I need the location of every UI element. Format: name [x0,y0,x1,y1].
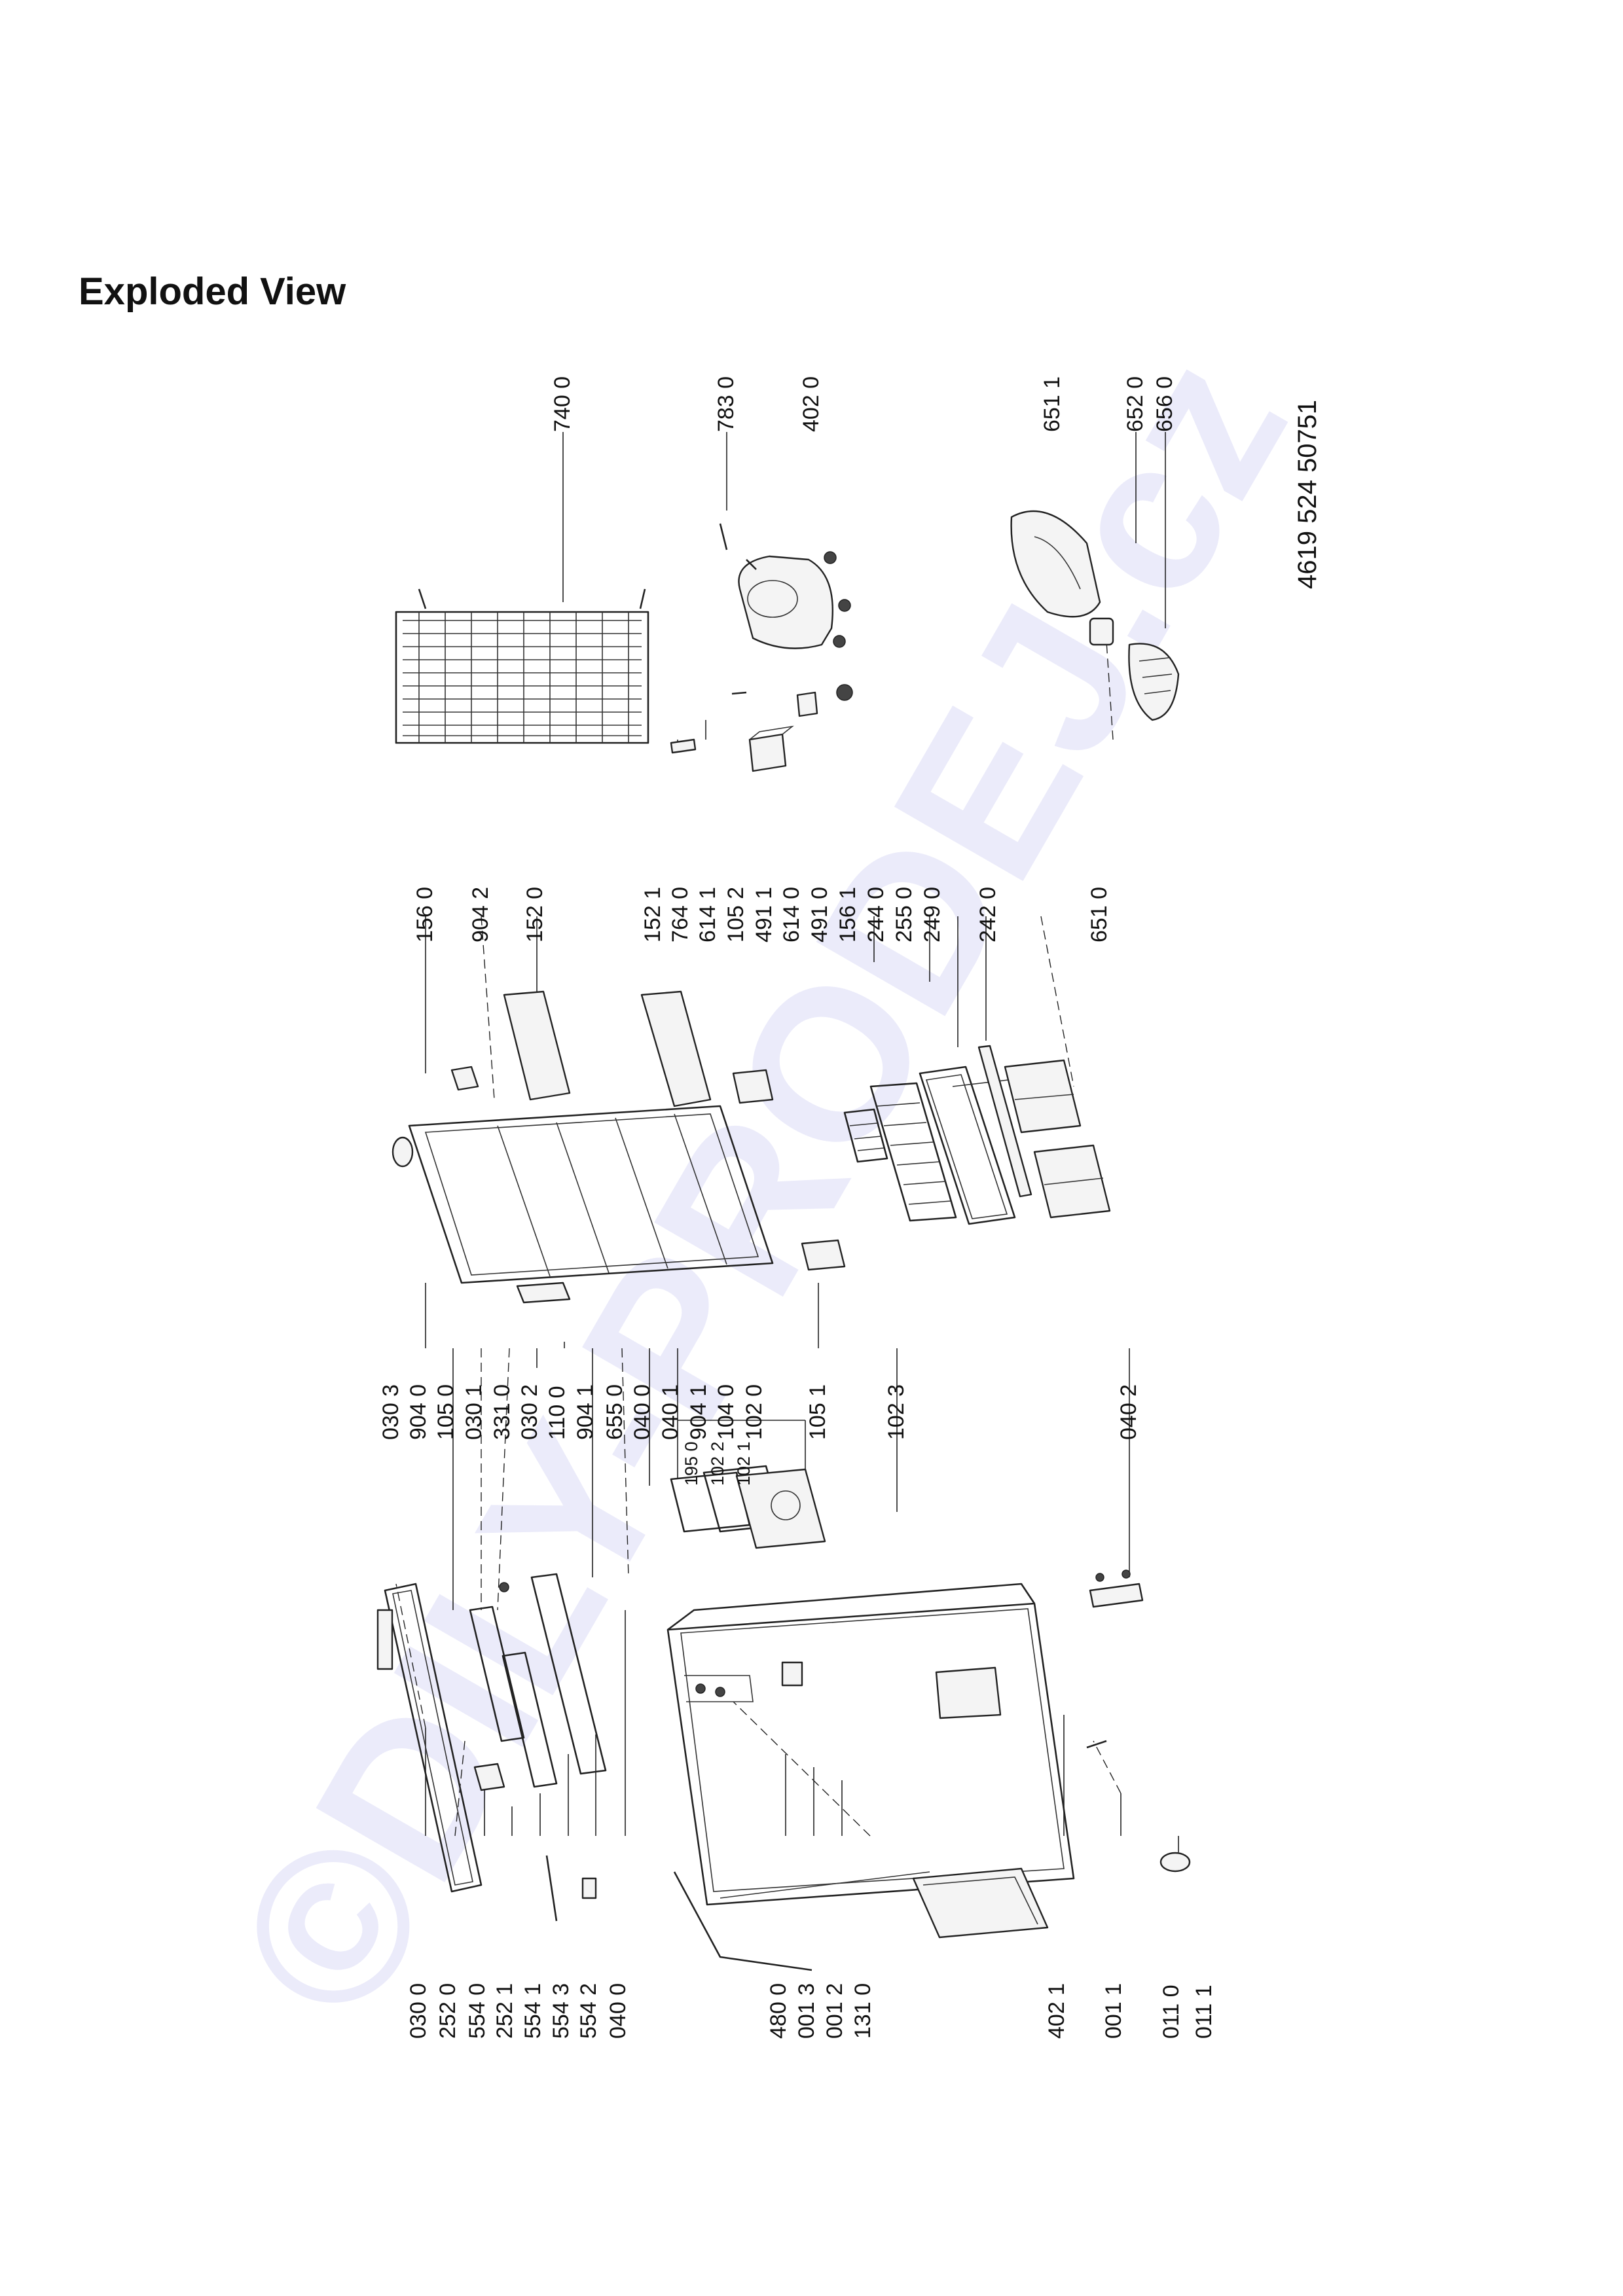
part-label: 614 0 [779,887,804,942]
part-label: 040 0 [630,1384,655,1440]
part-label: 102 1 [734,1441,754,1486]
door-frame [392,1105,774,1304]
part-label: 491 1 [752,887,776,942]
document-number: 4619 524 50751 [1293,400,1322,589]
cabinet [666,1583,1075,1971]
page-title: Exploded View [79,270,346,313]
part-label: 252 0 [435,1983,460,2039]
door-panels [469,1573,607,1922]
part-label: 651 1 [1040,376,1065,432]
base-rail [912,1867,1049,1939]
part-label: 152 0 [522,887,547,942]
part-label: 030 1 [462,1384,486,1440]
part-label: 554 3 [549,1983,574,2039]
leader-lines [395,432,1179,1852]
part-label: 255 0 [892,887,917,942]
thermostat-housing [1010,510,1180,721]
condenser-coil [395,588,649,744]
freezer-compartment [670,1465,826,1549]
door [376,1583,505,1893]
labels-left: 030 0 252 0 554 0 252 1 554 1 554 3 554 … [406,1983,1216,2039]
labels-middle: 030 3 904 0 105 0 030 1 331 0 030 2 110 … [378,1384,1141,1440]
part-label: 102 2 [708,1441,727,1486]
part-label: 105 1 [805,1384,830,1440]
part-label: 764 0 [668,887,693,942]
part-label: 242 0 [976,887,1000,942]
part-label: 249 0 [920,887,945,942]
door-shelves [450,990,846,1271]
part-label: 491 0 [807,887,832,942]
part-label: 001 2 [822,1983,847,2039]
wire-shelf [843,1082,957,1222]
adjustable-foot [1086,1740,1191,1873]
part-label: 105 2 [723,887,748,942]
hinge [1089,1570,1144,1608]
shelf-trim [977,1045,1032,1198]
part-label: 904 2 [468,887,493,942]
part-label: 655 0 [602,1384,627,1440]
part-label: 152 1 [640,887,665,942]
part-label: 030 2 [517,1384,542,1440]
part-label: 131 0 [850,1983,875,2039]
part-label: 104 0 [714,1384,739,1440]
part-label: 156 0 [412,887,437,942]
compressor [719,523,851,649]
part-label: 740 0 [550,376,575,432]
part-label: 554 2 [576,1983,601,2039]
crisper-drawers [1004,1059,1111,1219]
part-label: 156 1 [835,887,860,942]
part-label: 040 1 [658,1384,683,1440]
part-label: 102 0 [742,1384,767,1440]
part-label: 783 0 [714,376,739,432]
part-label: 656 0 [1152,376,1177,432]
part-label: 001 3 [794,1983,819,2039]
part-label: 614 1 [695,887,720,942]
part-label: 480 0 [766,1983,791,2039]
part-label: 402 0 [799,376,824,432]
part-label: 011 1 [1192,1984,1216,2039]
part-label: 652 0 [1123,376,1148,432]
starting-relay [670,684,853,772]
part-label: 105 0 [433,1384,458,1440]
part-label: 244 0 [864,887,888,942]
part-label: 554 1 [520,1983,545,2039]
part-label: 554 0 [465,1983,490,2039]
labels-top: 740 0 783 0 402 0 651 1 652 0 656 0 [550,376,1177,432]
parts [376,510,1191,1971]
part-label: 331 0 [490,1384,515,1440]
part-label: 001 1 [1101,1983,1126,2039]
part-label: 030 0 [406,1983,431,2039]
part-label: 904 1 [686,1384,711,1440]
part-label: 252 1 [492,1983,517,2039]
part-label: 030 3 [378,1384,403,1440]
part-label: 011 0 [1159,1984,1184,2039]
part-label: 110 0 [545,1386,570,1440]
part-label: 651 0 [1087,887,1112,942]
part-label: 904 1 [573,1384,598,1440]
part-label: 040 0 [606,1983,630,2039]
part-label: 402 1 [1044,1983,1069,2039]
part-label: 040 2 [1116,1384,1141,1440]
labels-small: 195 0 102 2 102 1 [682,1441,754,1486]
part-label: 102 3 [884,1384,909,1440]
labels-upper: 156 0 904 2 152 0 152 1 764 0 614 1 105 … [412,887,1112,942]
part-label: 195 0 [682,1441,701,1486]
part-label: 904 0 [406,1384,431,1440]
